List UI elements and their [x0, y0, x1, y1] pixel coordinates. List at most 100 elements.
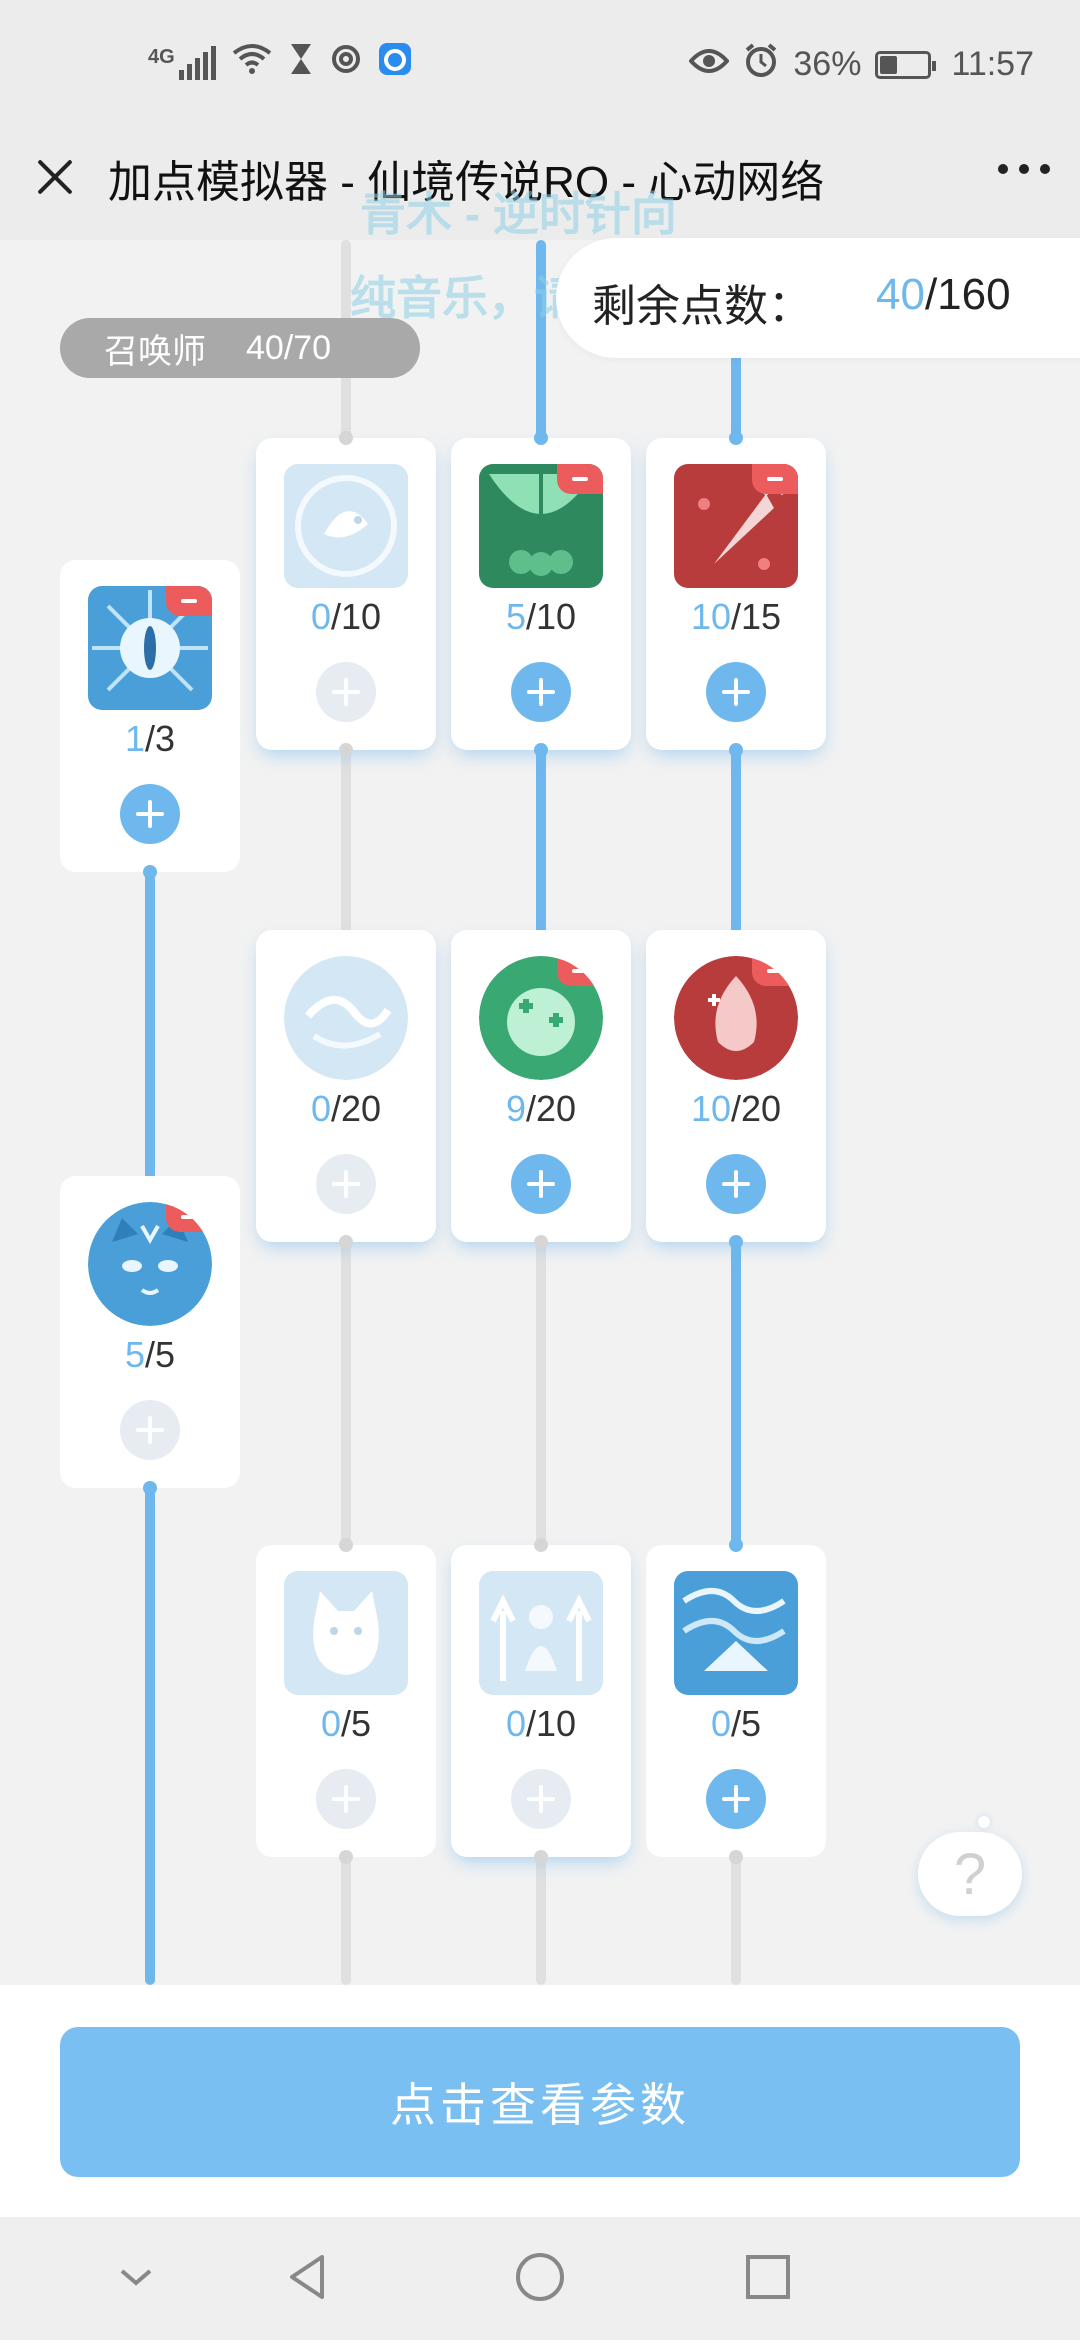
skill-card: 1/3: [60, 560, 240, 872]
add-point-button[interactable]: [316, 1154, 376, 1214]
swirl-icon: [330, 43, 362, 83]
cat-face-skill-icon[interactable]: [88, 1202, 212, 1326]
connector-dot: [534, 1538, 548, 1552]
minus-point-tag[interactable]: [166, 586, 212, 616]
app-notification-icon: [378, 42, 412, 84]
skill-card: 10/20: [646, 930, 826, 1242]
skill-level: 9/20: [505, 1088, 577, 1129]
page-title: 加点模拟器 - 仙境传说RO - 心动网络: [108, 158, 825, 207]
class-points: 40/70: [246, 328, 332, 367]
skill-card: 0/5: [646, 1545, 826, 1857]
connector-dot: [339, 1850, 353, 1864]
minus-point-tag[interactable]: [752, 956, 798, 986]
chevron-down-icon[interactable]: [106, 2247, 166, 2307]
connector-dot: [729, 1235, 743, 1249]
recents-square-icon[interactable]: [738, 2247, 798, 2307]
clock: 11:57: [951, 45, 1034, 83]
connector-dot: [534, 1235, 548, 1249]
add-point-button[interactable]: [706, 662, 766, 722]
carrot-skill-icon[interactable]: [674, 464, 798, 588]
view-params-button[interactable]: 点击查看参数: [60, 2027, 1020, 2177]
alarm-icon: [743, 42, 779, 87]
skill-level: 0/10: [310, 596, 382, 637]
battery-fill: [880, 55, 897, 74]
more-options-icon[interactable]: [998, 164, 1050, 174]
signal-icon: [178, 46, 216, 80]
skill-level: 0/20: [310, 1088, 382, 1129]
eye-icon: [688, 45, 731, 84]
minus-point-tag[interactable]: [557, 464, 603, 494]
water-swirl-skill-icon[interactable]: [284, 956, 408, 1080]
status-bar: 4G 36% 11:57: [0, 0, 1080, 130]
skill-level: 0/5: [710, 1703, 762, 1744]
home-circle-icon[interactable]: [510, 2247, 570, 2307]
add-point-button[interactable]: [511, 1154, 571, 1214]
bottom-panel: 点击查看参数: [0, 1985, 1080, 2217]
remaining-points-label: 剩余点数：: [592, 282, 812, 331]
help-bubble-icon[interactable]: ?: [918, 1816, 1022, 1916]
skill-level: 10/15: [690, 596, 782, 637]
skill-card: 0/10: [451, 1545, 631, 1857]
add-point-button[interactable]: [120, 1400, 180, 1460]
remaining-points-value: 40/160: [876, 270, 1011, 319]
connector-dot: [729, 743, 743, 757]
connector-dot: [729, 1850, 743, 1864]
add-point-button[interactable]: [316, 1769, 376, 1829]
connector-line: [145, 1480, 155, 1985]
add-point-button[interactable]: [511, 1769, 571, 1829]
system-nav-bar: [0, 2217, 1080, 2340]
heal-shrub-skill-icon[interactable]: [479, 956, 603, 1080]
network-type: 4G: [148, 45, 175, 68]
skill-card: 5/5: [60, 1176, 240, 1488]
connector-dot: [143, 1481, 157, 1495]
battery-icon: [875, 50, 937, 79]
lucky-cat-skill-icon[interactable]: [284, 1571, 408, 1695]
connector-dot: [339, 1538, 353, 1552]
add-point-button[interactable]: [706, 1154, 766, 1214]
skill-card: 10/15: [646, 438, 826, 750]
class-badge: 召唤师 40/70: [60, 318, 420, 378]
connector-dot: [339, 743, 353, 757]
eye-sun-skill-icon[interactable]: [88, 586, 212, 710]
connector-line: [731, 1850, 741, 1985]
remaining-points-panel: 剩余点数： 40/160: [556, 238, 1080, 358]
skill-level: 1/3: [124, 718, 176, 759]
fire-cat-skill-icon[interactable]: [674, 956, 798, 1080]
close-icon[interactable]: [30, 152, 80, 202]
add-point-button[interactable]: [706, 1769, 766, 1829]
minus-point-tag[interactable]: [752, 464, 798, 494]
connector-dot: [339, 431, 353, 445]
back-triangle-icon[interactable]: [278, 2247, 338, 2307]
connector-line: [536, 240, 546, 440]
leaf-skull-skill-icon[interactable]: [479, 464, 603, 588]
skill-level: 5/5: [124, 1334, 176, 1375]
skill-level: 10/20: [690, 1088, 782, 1129]
hourglass-icon: [288, 42, 314, 84]
add-point-button[interactable]: [511, 662, 571, 722]
minus-point-tag[interactable]: [166, 1202, 212, 1232]
add-point-button[interactable]: [316, 662, 376, 722]
skill-level: 0/5: [320, 1703, 372, 1744]
add-point-button[interactable]: [120, 784, 180, 844]
connector-dot: [339, 1235, 353, 1249]
connector-dot: [143, 865, 157, 879]
skill-level: 5/10: [505, 596, 577, 637]
skill-card: 0/20: [256, 930, 436, 1242]
minus-point-tag[interactable]: [557, 956, 603, 986]
skill-card: 0/10: [256, 438, 436, 750]
connector-line: [145, 870, 155, 1180]
power-up-skill-icon[interactable]: [479, 1571, 603, 1695]
app-bar: 加点模拟器 - 仙境传说RO - 心动网络: [0, 130, 1080, 240]
fish-skill-icon[interactable]: [284, 464, 408, 588]
skill-level: 0/10: [505, 1703, 577, 1744]
lyric-line-1: 青木 - 逆时针向: [360, 188, 677, 240]
connector-dot: [729, 431, 743, 445]
connector-dot: [534, 743, 548, 757]
connector-dot: [729, 1538, 743, 1552]
connector-line: [536, 740, 546, 940]
wifi-icon: [232, 43, 272, 83]
skill-card: 0/5: [256, 1545, 436, 1857]
wind-fox-skill-icon[interactable]: [674, 1571, 798, 1695]
battery-percent: 36%: [793, 45, 862, 83]
connector-dot: [534, 431, 548, 445]
